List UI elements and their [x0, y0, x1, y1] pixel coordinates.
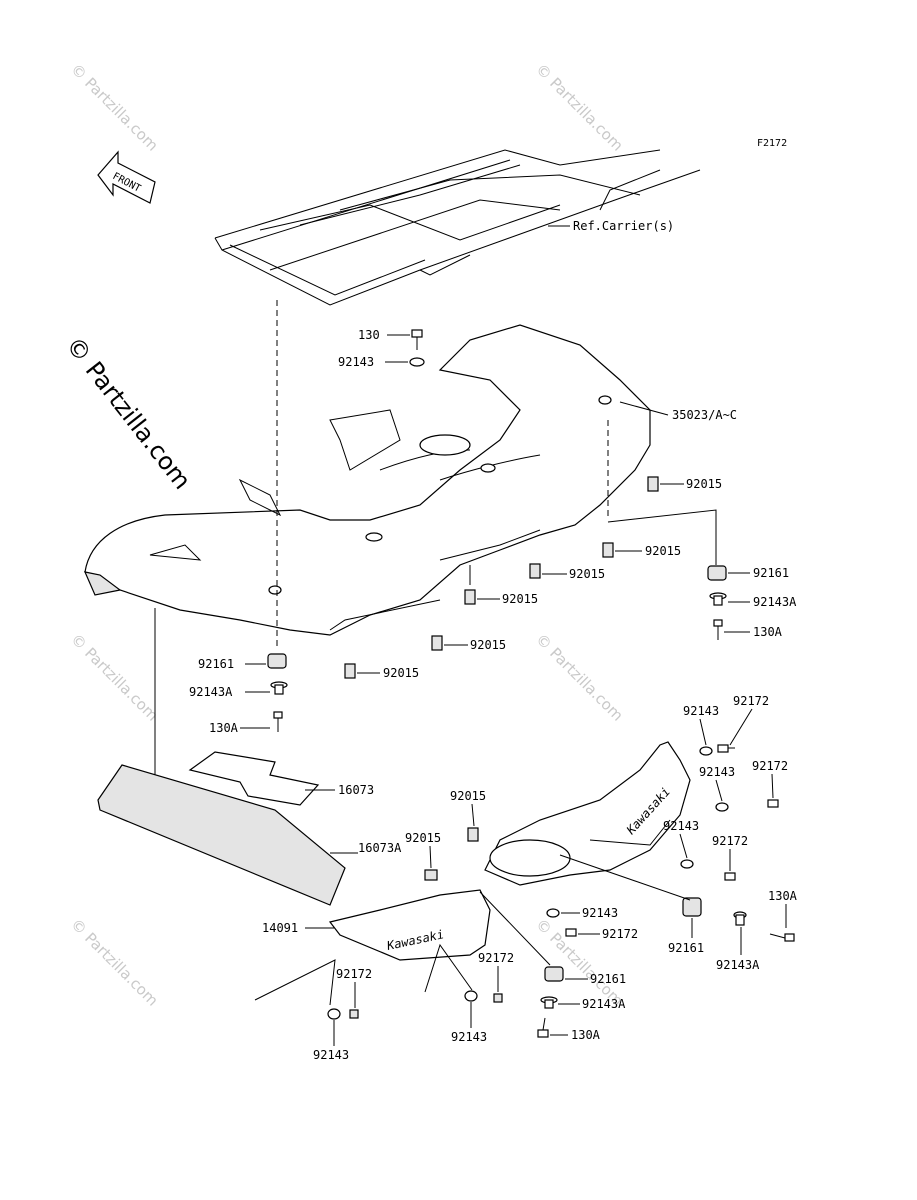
label-16073: 16073 [338, 783, 374, 797]
nut-92015-a [647, 476, 659, 492]
label-92143-top: 92143 [338, 355, 374, 369]
label-92161-mid: 92161 [668, 941, 704, 955]
label-92172-mid: 92172 [602, 927, 638, 941]
label-92015-e: 92015 [470, 638, 506, 652]
label-92172-r2: 92172 [752, 759, 788, 773]
label-14091: 14091 [262, 921, 298, 935]
washer-92143-bm [464, 990, 478, 1002]
screw-92172-r3 [724, 872, 736, 881]
nut-92015-d [464, 589, 476, 605]
watermark-4: © Partzilla.com [532, 630, 627, 725]
nut-92015-b [602, 542, 614, 558]
nut-92015-c [529, 563, 541, 579]
label-92015-a: 92015 [686, 477, 722, 491]
nut-92015-g [467, 827, 479, 842]
label-92172-r3: 92172 [712, 834, 748, 848]
diagram-ref-code: F2172 [757, 138, 787, 149]
collar-92143a-far [733, 911, 747, 926]
bolt-130a-low [537, 1017, 549, 1038]
front-direction-arrow: FRONT [97, 150, 156, 204]
screw-92172-r2 [767, 799, 779, 808]
screw-92172-mid [565, 928, 577, 937]
label-92143-r1: 92143 [683, 704, 719, 718]
label-92172-r1: 92172 [733, 694, 769, 708]
label-92015-g: 92015 [450, 789, 486, 803]
nut-92015-f [344, 663, 356, 679]
grommet-92161-left [267, 653, 287, 669]
grommet-92161-mid [682, 897, 702, 917]
label-ref-carrier: Ref.Carrier(s) [573, 219, 674, 233]
label-130a-low: 130A [571, 1028, 601, 1042]
label-35023: 35023/A~C [672, 408, 737, 422]
label-92143-mid: 92143 [582, 906, 618, 920]
grommet-92161-right [707, 565, 727, 581]
label-92172-bl: 92172 [336, 967, 372, 981]
label-92143-bm: 92143 [451, 1030, 487, 1044]
label-92161-left: 92161 [198, 657, 234, 671]
washer-92143-r2 [715, 802, 729, 812]
bolt-130a-left [273, 711, 283, 732]
watermark-main: © Partzilla.com [60, 331, 196, 494]
label-92143a-right: 92143A [753, 595, 797, 609]
leader-35023 [619, 401, 669, 416]
watermark-5: © Partzilla.com [67, 915, 162, 1010]
label-92172-bm: 92172 [478, 951, 514, 965]
watermark-3: © Partzilla.com [67, 630, 162, 725]
watermark-2: © Partzilla.com [532, 60, 627, 155]
bolt-130a-far [769, 933, 795, 942]
label-92143a-far: 92143A [716, 958, 760, 972]
label-92015-f: 92015 [383, 666, 419, 680]
pad-16073a [97, 764, 346, 906]
label-130a-right: 130A [753, 625, 783, 639]
watermark-1: © Partzilla.com [67, 60, 162, 155]
washer-92143-r3 [680, 859, 694, 869]
label-130-top: 130 [358, 328, 380, 342]
washer-92143-top [409, 357, 425, 367]
label-92015-b: 92015 [645, 544, 681, 558]
label-130a-left: 130A [209, 721, 239, 735]
bolt-130a-right [713, 619, 723, 640]
label-130a-far: 130A [768, 889, 798, 903]
nut-92015-e [431, 635, 443, 651]
label-92015-c: 92015 [569, 567, 605, 581]
label-92143-r3: 92143 [663, 819, 699, 833]
label-92015-h: 92015 [405, 831, 441, 845]
label-92015-d: 92015 [502, 592, 538, 606]
carrier-rack [214, 149, 701, 306]
side-cover-right: Kawasaki [484, 741, 691, 886]
label-92143a-left: 92143A [189, 685, 233, 699]
screw-92172-bl [349, 1009, 359, 1019]
washer-92143-mid [546, 908, 560, 918]
label-92161-right: 92161 [753, 566, 789, 580]
rear-fender [83, 324, 651, 636]
washer-92143-bl [327, 1008, 341, 1020]
screw-92172-r1 [717, 744, 735, 753]
label-16073a: 16073A [358, 841, 402, 855]
nut-92015-h [424, 869, 438, 881]
pad-16073 [188, 751, 320, 806]
label-92143-bl: 92143 [313, 1048, 349, 1062]
screw-92172-bm [493, 993, 503, 1003]
label-92143-r2: 92143 [699, 765, 735, 779]
label-92143a-low: 92143A [582, 997, 626, 1011]
washer-92143-r1 [699, 746, 713, 756]
collar-92143a-right [709, 592, 727, 606]
grommet-92161-low [544, 966, 564, 982]
bolt-130-top [411, 329, 423, 350]
collar-92143a-left [270, 681, 288, 695]
side-cover-left: Kawasaki [328, 889, 491, 961]
label-92161-low: 92161 [590, 972, 626, 986]
collar-92143a-low [540, 996, 558, 1009]
